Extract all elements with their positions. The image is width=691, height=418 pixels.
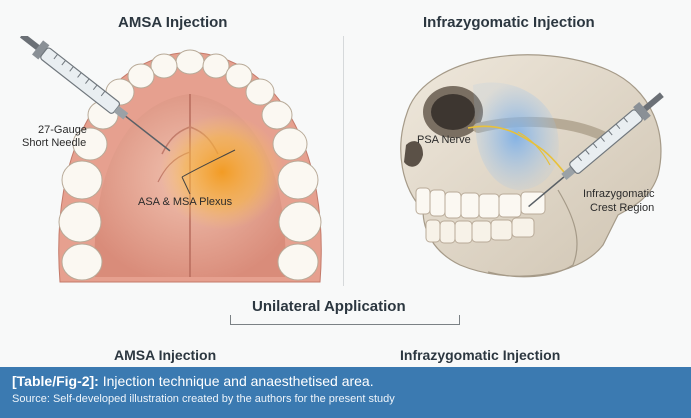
psa-nerve-label: PSA Nerve [417, 134, 471, 147]
syringe-icon [6, 36, 196, 186]
figure-panel: AMSA Injection Infrazygomatic Injection [0, 0, 691, 367]
caption-text: Injection technique and anaesthetised ar… [99, 373, 374, 389]
figure-caption: [Table/Fig-2]: Injection technique and a… [0, 367, 691, 418]
infrazygomatic-title: Infrazygomatic Injection [423, 14, 595, 31]
plexus-label: ASA & MSA Plexus [138, 196, 232, 209]
caption-line: [Table/Fig-2]: Injection technique and a… [12, 371, 679, 391]
caption-source: Source: Self-developed illustration crea… [12, 391, 679, 407]
bottom-infrazygomatic-title: Infrazygomatic Injection [400, 347, 560, 363]
unilateral-title: Unilateral Application [252, 298, 406, 315]
amsa-title: AMSA Injection [118, 14, 227, 31]
panel-divider [343, 36, 344, 286]
needle-label-line2: Short Needle [22, 137, 86, 150]
unilateral-bracket [230, 315, 460, 325]
bottom-amsa-title: AMSA Injection [114, 347, 216, 363]
crest-label-line2: Crest Region [590, 202, 654, 215]
caption-ref: [Table/Fig-2]: [12, 373, 99, 389]
needle-label-line1: 27-Gauge [38, 124, 87, 137]
crest-label-line1: Infrazygomatic [583, 188, 655, 201]
